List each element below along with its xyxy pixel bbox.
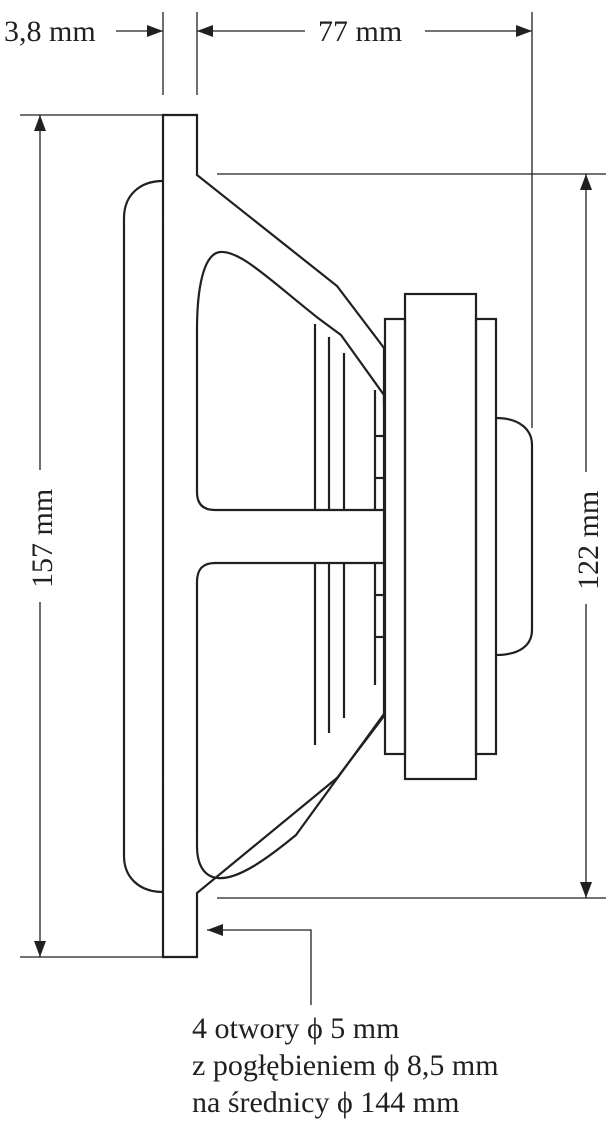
front-plate xyxy=(383,317,407,756)
dim-flange-thickness: 3,8 mm xyxy=(4,15,96,48)
back-plate xyxy=(474,317,498,756)
note-line-1: 4 otwory ϕ 5 mm xyxy=(192,1012,400,1045)
basket-window-upper xyxy=(195,250,386,512)
mounting-holes-note: 4 otwory ϕ 5 mm z pogłębieniem ϕ 8,5 mm … xyxy=(192,1010,499,1121)
dim-mounting-depth: 77 mm xyxy=(318,15,402,48)
basket-window-lower xyxy=(195,561,385,880)
rear-cap xyxy=(495,416,534,657)
dim-cutout-height: 122 mm xyxy=(572,491,605,590)
dim-overall-height: 157 mm xyxy=(26,489,59,588)
note-line-2: z pogłębieniem ϕ 8,5 mm xyxy=(192,1049,499,1082)
magnet xyxy=(403,292,478,781)
note-line-3: na średnicy ϕ 144 mm xyxy=(192,1086,460,1119)
front-gasket xyxy=(122,179,164,894)
